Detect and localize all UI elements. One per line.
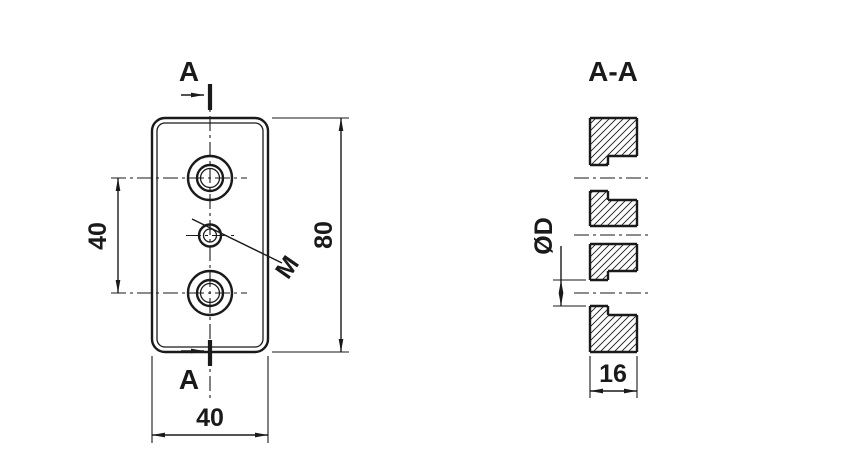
dim-thickness: 16 xyxy=(589,356,638,398)
top-hole-counterbore-circle xyxy=(186,154,234,202)
top-counterbored-hole xyxy=(186,154,234,202)
bottom-hole-counterbore-circle xyxy=(186,269,234,317)
thread-leader-line xyxy=(191,218,283,264)
section-centerlines xyxy=(574,177,650,294)
section-hatching xyxy=(590,118,637,352)
bottom-hole-bore-circle xyxy=(195,278,225,308)
dim-bore-diameter-label: ØD xyxy=(530,217,558,255)
dim-height: 80 xyxy=(272,117,349,353)
cutting-plane-label-bottom: A xyxy=(179,364,199,395)
front-view: M A A 40 80 40 xyxy=(84,56,349,443)
dim-hole-spacing: 40 xyxy=(84,178,121,293)
middle-threaded-hole xyxy=(197,223,223,248)
top-hole-thread-circle xyxy=(199,167,221,189)
top-hole-bore-circle xyxy=(195,163,225,193)
section-view: A-A xyxy=(530,56,650,398)
section-body-outline xyxy=(588,116,639,354)
dim-hole-spacing-label: 40 xyxy=(84,222,112,250)
section-top-counterbore xyxy=(590,154,637,202)
centerlines xyxy=(111,90,247,400)
middle-hole-thread-circle xyxy=(202,228,218,243)
dim-height-label: 80 xyxy=(310,221,338,249)
cutting-plane-label-top: A xyxy=(179,56,199,87)
middle-hole-outer-circle xyxy=(197,223,223,248)
dim-width: 40 xyxy=(151,356,269,443)
section-view-title: A-A xyxy=(588,56,638,87)
bottom-hole-thread-circle xyxy=(199,282,221,304)
cutting-plane: A A xyxy=(179,56,213,395)
section-bottom-counterbore xyxy=(590,269,637,317)
thread-size-label: M xyxy=(270,251,305,284)
dim-thickness-label: 16 xyxy=(599,360,627,388)
dim-bore-diameter: ØD xyxy=(530,217,586,307)
dim-width-label: 40 xyxy=(196,404,224,432)
section-middle-hole xyxy=(590,224,637,246)
bottom-counterbored-hole xyxy=(186,269,234,317)
